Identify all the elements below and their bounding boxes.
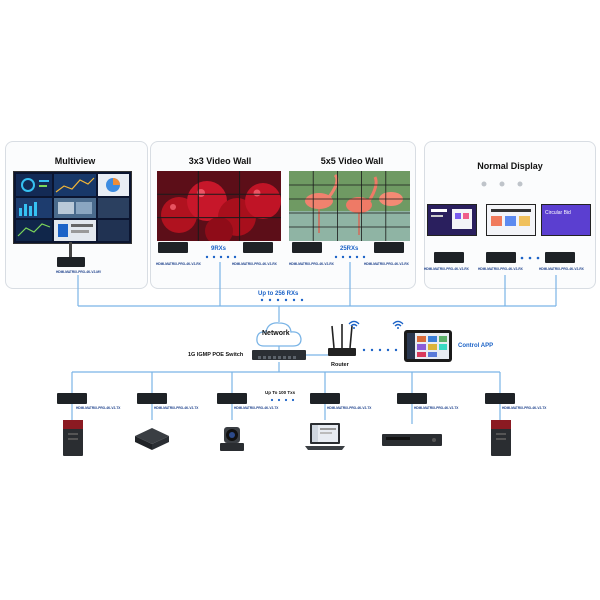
- wall5-receiver-left: [292, 242, 322, 253]
- cherries-image: [157, 171, 281, 245]
- wifi-icon: [348, 320, 360, 329]
- multiview-screen-graphic: [16, 174, 129, 241]
- normal-receiver-1: [434, 252, 464, 263]
- blu-ray-player-icon: [382, 434, 442, 446]
- wall3-receiver-left-label: HDMI-MATRIX-PRO-4K-V2-RX: [156, 262, 201, 266]
- normal-display-screen-1: [427, 204, 477, 236]
- desktop-pc-icon-2: [491, 420, 511, 456]
- multiview-title: Multiview: [54, 156, 96, 166]
- control-tablet: [404, 330, 452, 362]
- network-cloud-icon: [256, 322, 302, 347]
- transmitter-1: [57, 393, 87, 404]
- transmitter-2: [137, 393, 167, 404]
- normal-display-screen-2: [486, 204, 536, 236]
- wall3-receiver-right: [243, 242, 273, 253]
- network-cloud-label: Network: [262, 330, 290, 337]
- switch-ports: [258, 356, 296, 359]
- normal-display-screen-text: Circular Bid: [545, 210, 571, 216]
- wall5-receiver-right-label: HDMI-MATRIX-PRO-4K-V2-RX: [364, 262, 409, 266]
- transmitter-4: [310, 393, 340, 404]
- wall5-receiver-left-label: HDMI-MATRIX-PRO-4K-V2-RX: [289, 262, 334, 266]
- router-icon: [328, 324, 356, 356]
- normal-display-screen-3: Circular Bid: [541, 204, 591, 236]
- multiview-receiver: [57, 257, 85, 267]
- poe-switch-label: 1G IGMP POE Switch: [188, 352, 244, 358]
- transmitter-6-label: HDMI-MATRIX-PRO-4K-V2-TX: [502, 406, 547, 410]
- tablet-screen: [407, 333, 449, 359]
- wall3-title: 3x3 Video Wall: [188, 156, 252, 166]
- media-box-icon: [135, 428, 169, 450]
- normal-receiver-3: [545, 252, 575, 263]
- multiview-receiver-label: HDMI-MATRIX-PRO-4K-V2-MV: [56, 270, 102, 274]
- transmitter-1-label: HDMI-MATRIX-PRO-4K-V2-TX: [76, 406, 121, 410]
- normal-display-dots: [481, 181, 523, 187]
- wall5-count-label: 25RXs: [340, 246, 359, 252]
- normal-receiver-1-label: HDMI-MATRIX-PRO-4K-V2-RX: [424, 267, 469, 271]
- wall5-title: 5x5 Video Wall: [320, 156, 384, 166]
- transmitter-4-label: HDMI-MATRIX-PRO-4K-V2-TX: [327, 406, 372, 410]
- wall3-count-label: 9RXs: [211, 246, 227, 252]
- tablet-wifi-icon: [392, 320, 404, 329]
- wall3-receiver-right-label: HDMI-MATRIX-PRO-4K-V2-RX: [232, 262, 277, 266]
- ptz-camera-icon: [220, 427, 244, 451]
- transmitter-3-label: HDMI-MATRIX-PRO-4K-V2-TX: [234, 406, 279, 410]
- normal-receiver-2: [486, 252, 516, 263]
- wall3-receiver-left: [158, 242, 188, 253]
- laptop-icon: [305, 423, 345, 450]
- normal-receiver-dots: [520, 256, 540, 260]
- transmitter-5-label: HDMI-MATRIX-PRO-4K-V2-TX: [414, 406, 459, 410]
- router-label: Router: [331, 362, 349, 368]
- transmitter-6: [485, 393, 515, 404]
- up-to-tx-label: Up To 100 Txs: [265, 390, 296, 395]
- up-to-rx-label: Up to 256 RXs: [258, 291, 299, 297]
- transmitter-2-label: HDMI-MATRIX-PRO-4K-V2-TX: [154, 406, 199, 410]
- normal-receiver-2-label: HDMI-MATRIX-PRO-4K-V2-RX: [478, 267, 523, 271]
- control-app-label: Control APP: [458, 343, 494, 349]
- video-wall-3x3: [157, 171, 281, 245]
- poe-switch: [252, 350, 306, 360]
- normal-display-title: Normal Display: [477, 161, 543, 171]
- transmitter-3: [217, 393, 247, 404]
- dashboard-ring-icon: [21, 178, 35, 192]
- flamingo-image: [289, 171, 410, 241]
- multiview-screen: [13, 171, 132, 244]
- transmitter-5: [397, 393, 427, 404]
- wall5-receiver-right: [374, 242, 404, 253]
- video-wall-5x5: [289, 171, 410, 241]
- desktop-pc-icon: [63, 420, 83, 456]
- multiview-stand: [69, 242, 72, 258]
- normal-receiver-3-label: HDMI-MATRIX-PRO-4K-V2-RX: [539, 267, 584, 271]
